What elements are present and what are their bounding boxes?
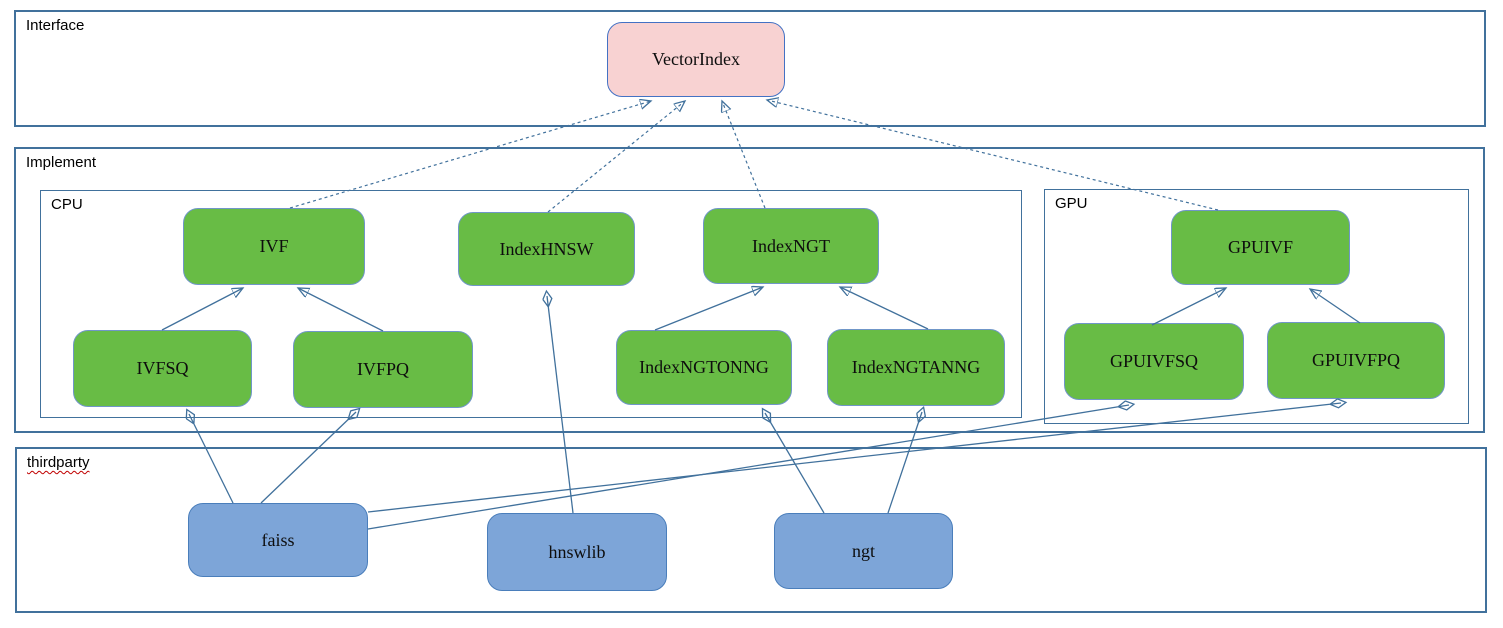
node-indexngtanng[interactable]: IndexNGTANNG <box>827 329 1005 406</box>
node-ngt[interactable]: ngt <box>774 513 953 589</box>
section-implement-label: Implement <box>26 154 97 171</box>
node-gpuivfsq[interactable]: GPUIVFSQ <box>1064 323 1244 400</box>
node-gpuivfpq[interactable]: GPUIVFPQ <box>1267 322 1445 399</box>
node-ivfsq[interactable]: IVFSQ <box>73 330 252 407</box>
node-gpuivfpq-label: GPUIVFPQ <box>1311 350 1401 370</box>
node-hnswlib[interactable]: hnswlib <box>487 513 667 591</box>
node-indexngtanng-label: IndexNGTANNG <box>851 357 981 377</box>
node-ivfpq-label: IVFPQ <box>356 359 409 379</box>
node-indexngt-label: IndexNGT <box>752 235 830 256</box>
node-faiss-label: faiss <box>261 529 295 550</box>
node-indexhnsw[interactable]: IndexHNSW <box>458 212 635 286</box>
node-indexngtonng-label: IndexNGTONNG <box>639 357 769 377</box>
node-gpuivfsq-label: GPUIVFSQ <box>1109 351 1199 371</box>
node-vectorindex[interactable]: VectorIndex <box>607 22 785 97</box>
section-interface-label: Interface <box>26 17 85 34</box>
node-ivf-label: IVF <box>259 236 289 256</box>
section-cpu-label: CPU <box>51 196 83 213</box>
node-indexngtonng[interactable]: IndexNGTONNG <box>616 330 792 405</box>
node-ivfpq[interactable]: IVFPQ <box>293 331 473 408</box>
node-vectorindex-label: VectorIndex <box>652 49 740 69</box>
node-gpuivf[interactable]: GPUIVF <box>1171 210 1350 285</box>
node-faiss[interactable]: faiss <box>188 503 368 577</box>
section-gpu-label: GPU <box>1055 195 1088 212</box>
node-hnswlib-label: hnswlib <box>548 541 606 562</box>
node-indexngt[interactable]: IndexNGT <box>703 208 879 284</box>
node-ivf[interactable]: IVF <box>183 208 365 285</box>
node-ivfsq-label: IVFSQ <box>136 358 189 378</box>
section-thirdparty-label: thirdparty <box>27 454 90 471</box>
node-indexhnsw-label: IndexHNSW <box>499 238 594 259</box>
node-ngt-label: ngt <box>851 540 875 561</box>
node-gpuivf-label: GPUIVF <box>1227 237 1293 257</box>
